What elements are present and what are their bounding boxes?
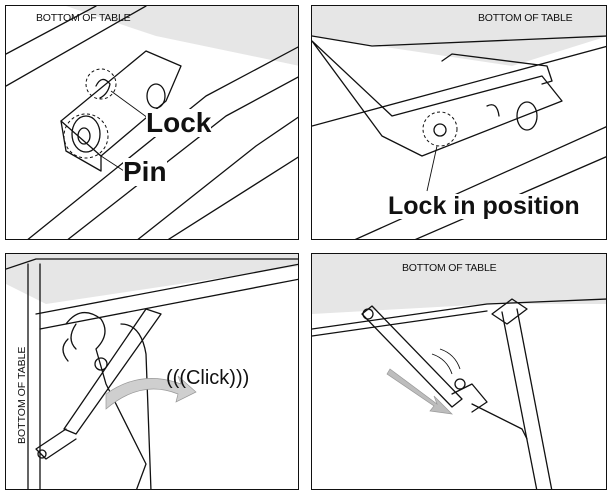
- panel-lock-in-position: BOTTOM OF TABLE Lock in position: [311, 5, 607, 240]
- panel-release-brace: BOTTOM OF TABLE: [311, 253, 607, 490]
- caption-bottom-of-table-vertical: BOTTOM OF TABLE: [16, 346, 28, 444]
- caption-bottom-of-table: BOTTOM OF TABLE: [478, 12, 573, 24]
- click-text: (((Click))): [166, 367, 250, 389]
- panel-lock-pin: BOTTOM OF TABLE Lock Pin: [5, 5, 299, 240]
- caption-bottom-of-table: BOTTOM OF TABLE: [402, 262, 497, 274]
- label-pin: Pin: [123, 156, 167, 187]
- release-brace-illustration: [312, 254, 606, 489]
- lock-position-illustration: [312, 6, 606, 239]
- label-lock-in-position: Lock in position: [388, 192, 580, 220]
- label-lock: Lock: [146, 107, 212, 138]
- lock-pin-illustration: [6, 6, 298, 239]
- click-brace-illustration: [6, 254, 298, 489]
- panel-click-brace: BOTTOM OF TABLE (((Click))): [5, 253, 299, 490]
- caption-bottom-of-table: BOTTOM OF TABLE: [36, 12, 131, 24]
